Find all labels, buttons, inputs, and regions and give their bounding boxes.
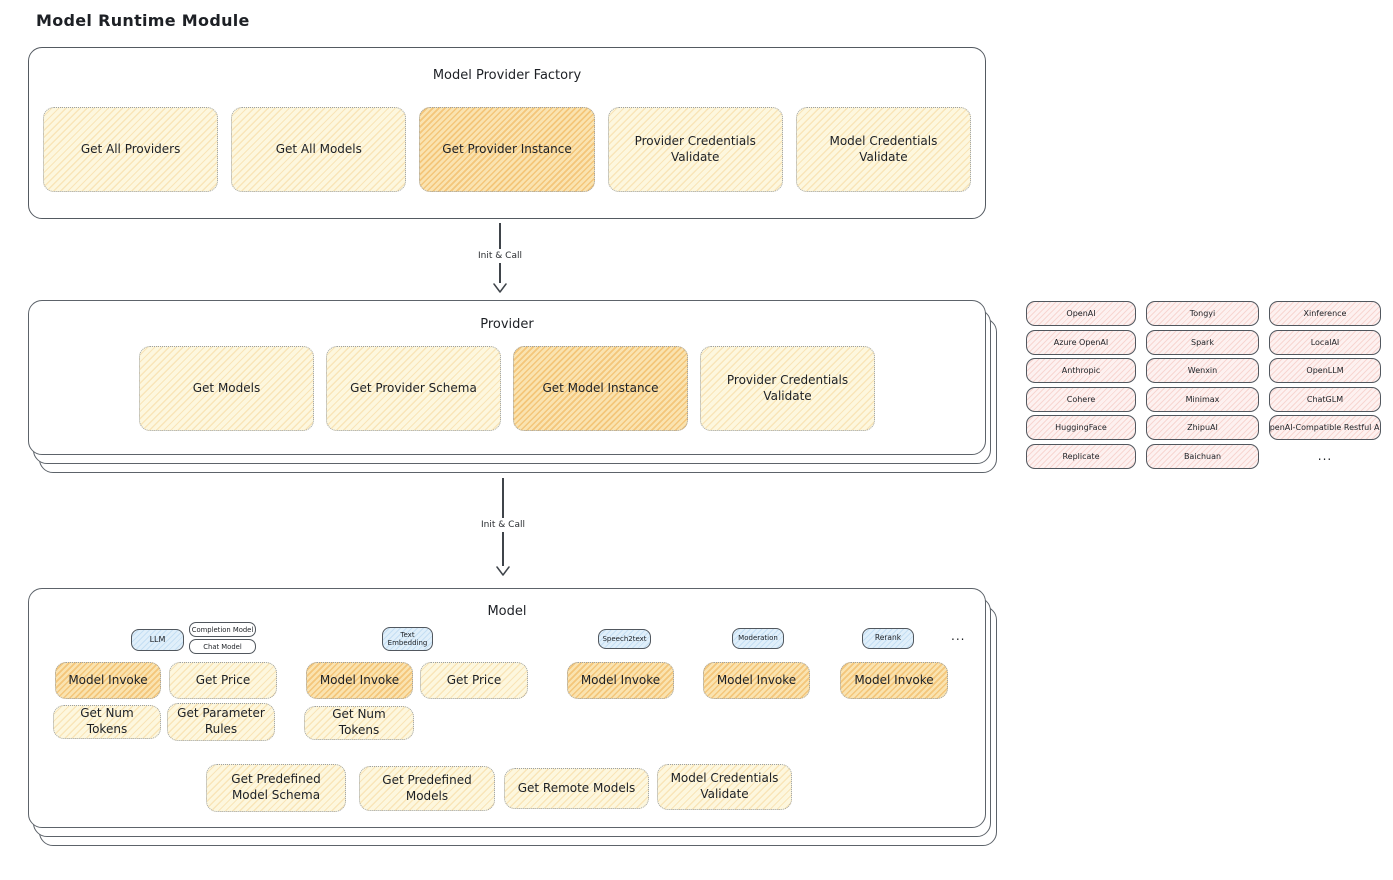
node-model-credentials-validate-2: Model Credentials Validate xyxy=(657,764,792,810)
arrowhead-down-icon xyxy=(496,566,510,576)
node-get-predefined-models: Get Predefined Models xyxy=(359,766,495,811)
node-llm-get-parameter-rules: Get Parameter Rules xyxy=(167,703,275,741)
provider-xinference: Xinference xyxy=(1269,301,1381,326)
node-get-models: Get Models xyxy=(139,346,314,431)
provider-spark: Spark xyxy=(1146,329,1259,355)
tag-rerank: Rerank xyxy=(862,628,914,649)
provider-openllm: OpenLLM xyxy=(1269,358,1381,383)
arrow-line xyxy=(502,532,504,566)
provider-list-more: ... xyxy=(1317,449,1333,463)
provider-list: OpenAI Tongyi Xinference Azure OpenAI Sp… xyxy=(1026,301,1381,469)
node-get-provider-instance: Get Provider Instance xyxy=(419,107,595,192)
arrow-line xyxy=(499,223,501,249)
page-title: Model Runtime Module xyxy=(36,11,250,30)
node-get-all-providers: Get All Providers xyxy=(43,107,219,192)
node-model-credentials-validate: Model Credentials Validate xyxy=(795,107,972,192)
provider-box: Provider Get Models Get Provider Schema … xyxy=(28,300,997,473)
provider-zhipuai: ZhipuAI xyxy=(1146,415,1259,440)
node-provider-credentials-validate-2: Provider Credentials Validate xyxy=(700,346,875,431)
arrow-label-1: Init & Call xyxy=(478,251,522,261)
arrowhead-down-icon xyxy=(493,283,507,293)
tag-speech2text: Speech2text xyxy=(598,629,651,649)
tag-llm: LLM xyxy=(131,629,184,651)
node-speech2text-model-invoke: Model Invoke xyxy=(567,662,674,699)
provider-tongyi: Tongyi xyxy=(1146,301,1259,326)
provider-openai: OpenAI xyxy=(1026,301,1136,326)
factory-title: Model Provider Factory xyxy=(432,68,582,83)
provider-anthropic: Anthropic xyxy=(1026,358,1136,383)
model-box: Model LLM Completion Model Chat Model Te… xyxy=(28,588,997,846)
arrow-line xyxy=(499,263,501,283)
node-text-embedding-get-price: Get Price xyxy=(420,662,528,699)
model-tags-more: ... xyxy=(951,629,966,643)
node-get-remote-models: Get Remote Models xyxy=(504,768,649,809)
provider-openai-compatible-restful-api: OpenAI-Compatible Restful API xyxy=(1269,415,1381,440)
model-box-main: Model LLM Completion Model Chat Model Te… xyxy=(28,588,986,828)
provider-azure-openai: Azure OpenAI xyxy=(1026,329,1136,355)
node-provider-credentials-validate: Provider Credentials Validate xyxy=(607,107,783,192)
provider-replicate: Replicate xyxy=(1026,443,1136,469)
provider-items-row: Get Models Get Provider Schema Get Model… xyxy=(29,346,985,431)
provider-title: Provider xyxy=(480,317,534,332)
node-text-embedding-get-num-tokens: Get Num Tokens xyxy=(304,706,414,740)
node-get-all-models: Get All Models xyxy=(231,107,407,192)
node-moderation-model-invoke: Model Invoke xyxy=(703,662,810,699)
arrow-init-call-1: Init & Call xyxy=(454,223,546,293)
node-get-model-instance: Get Model Instance xyxy=(513,346,688,431)
tag-moderation: Moderation xyxy=(732,628,784,649)
model-provider-factory-box: Model Provider Factory Get All Providers… xyxy=(28,47,986,219)
node-text-embedding-model-invoke: Model Invoke xyxy=(306,662,413,699)
tag-chat-model: Chat Model xyxy=(189,639,256,654)
model-title: Model xyxy=(487,604,527,619)
provider-wenxin: Wenxin xyxy=(1146,358,1259,383)
arrow-init-call-2: Init & Call xyxy=(457,478,549,576)
node-get-predefined-model-schema: Get Predefined Model Schema xyxy=(206,764,346,812)
provider-cohere: Cohere xyxy=(1026,386,1136,412)
node-get-provider-schema: Get Provider Schema xyxy=(326,346,501,431)
provider-box-main: Provider Get Models Get Provider Schema … xyxy=(28,300,986,455)
factory-items-row: Get All Providers Get All Models Get Pro… xyxy=(43,107,972,192)
arrow-label-2: Init & Call xyxy=(481,520,525,530)
provider-chatglm: ChatGLM xyxy=(1269,386,1381,412)
node-llm-get-num-tokens: Get Num Tokens xyxy=(53,705,161,739)
node-llm-get-price: Get Price xyxy=(169,662,277,699)
provider-localai: LocalAI xyxy=(1269,329,1381,355)
provider-huggingface: HuggingFace xyxy=(1026,415,1136,440)
tag-completion-model: Completion Model xyxy=(189,622,256,637)
node-rerank-model-invoke: Model Invoke xyxy=(840,662,948,699)
provider-baichuan: Baichuan xyxy=(1146,443,1259,469)
node-llm-model-invoke: Model Invoke xyxy=(55,662,161,699)
tag-text-embedding: Text Embedding xyxy=(382,627,433,651)
arrow-line xyxy=(502,478,504,518)
provider-minimax: Minimax xyxy=(1146,386,1259,412)
